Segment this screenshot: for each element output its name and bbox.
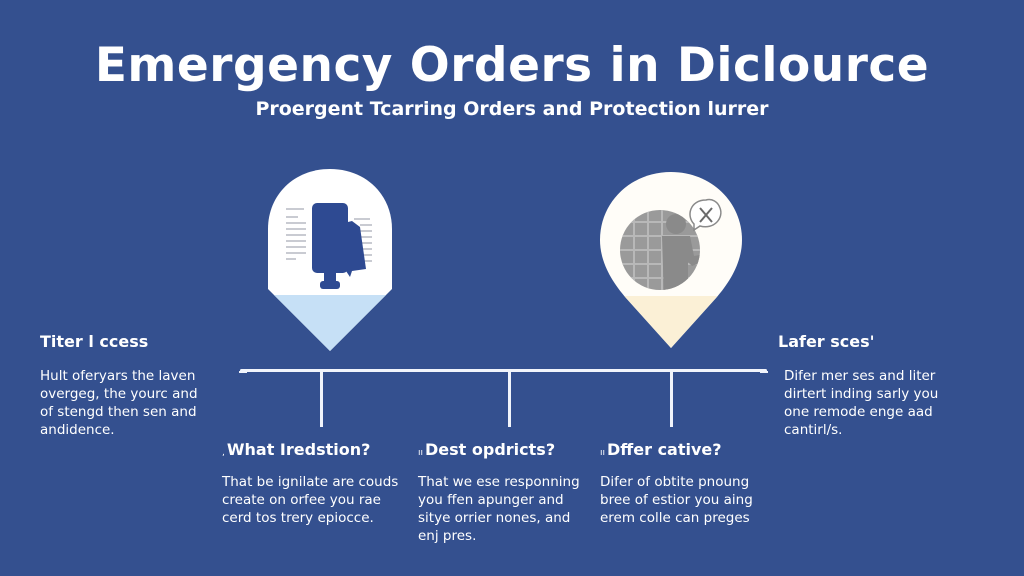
timeline-end-right [760,371,768,373]
text-line: you ffen apunger and [418,492,564,508]
column-heading: ,What Iredstion? [222,440,412,459]
side-heading-right: Lafer sces' [778,332,875,351]
column-heading-text: What Iredstion? [226,440,371,459]
page-subtitle: Proergent Tcarring Orders and Protection… [255,98,769,120]
column-mark: , [222,448,225,458]
column-body: That we ese responning you ffen apunger … [418,473,608,545]
document-chair-icon [268,169,392,351]
column-heading-text: Dest opdricts? [425,440,556,459]
timeline-end-left [239,371,247,373]
timeline-connector [508,370,511,427]
column-heading-text: Dffer cative? [607,440,722,459]
side-body-right: Difer mer ses and liter dirtert inding s… [784,367,988,439]
side-block-left: Titer l ccess Hult oferyars the laven ov… [40,332,240,439]
text-line: cantirl/s. [784,422,843,438]
timeline-connector [320,370,323,427]
column-mark: ıı [418,448,424,458]
page-title: Emergency Orders in Diclource [94,38,930,93]
text-line: Hult oferyars the laven [40,368,196,384]
text-line: That we ese responning [418,474,580,490]
text-line: bree of estior you aing [600,492,753,508]
text-line: andidence. [40,422,115,438]
text-line: That be ignilate are couds [222,474,399,490]
text-line: Difer mer ses and liter [784,368,936,384]
side-body-left: Hult oferyars the laven overgeg, the you… [40,367,240,439]
column-body: That be ignilate are couds create on orf… [222,473,412,527]
map-pin-left [266,167,394,353]
column-mark: ıı [600,448,606,458]
text-line: one remode enge aad [784,404,933,420]
text-line: dirtert inding sarly you [784,386,939,402]
column-body: Difer of obtite pnoung bree of estior yo… [600,473,790,527]
side-block-right: Lafer sces' Difer mer ses and liter dirt… [778,332,988,439]
timeline-column-1: ,What Iredstion? That be ignilate are co… [222,440,412,527]
timeline-connector [670,370,673,427]
timeline-line [240,369,767,372]
text-line: create on orfee you rae [222,492,381,508]
text-line: cerd tos trery epiocce. [222,510,374,526]
map-pin-right [598,170,744,350]
text-line: of stengd then sen and [40,404,197,420]
side-heading-left: Titer l ccess [40,332,149,351]
text-line: enj pres. [418,528,477,544]
text-line: sitye orrier nones, and [418,510,571,526]
person-speech-bubble-icon [600,172,742,348]
text-line: Difer of obtite pnoung [600,474,750,490]
text-line: overgeg, the yourc and [40,386,198,402]
text-line: erem colle can preges [600,510,750,526]
